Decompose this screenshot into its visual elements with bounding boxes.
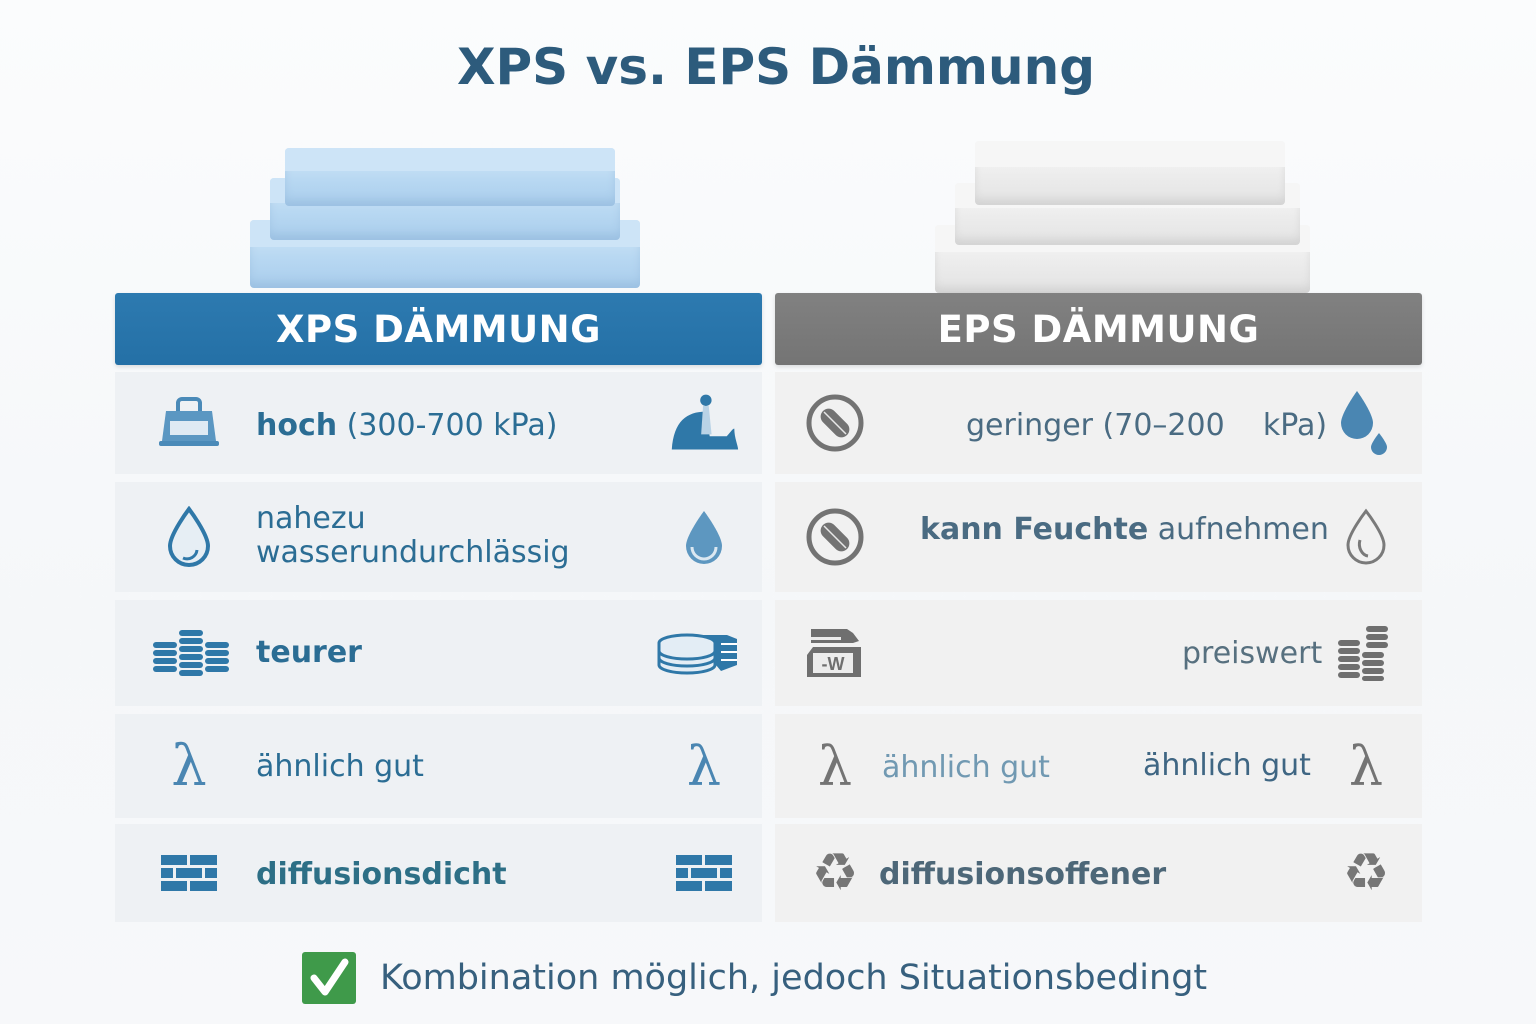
water-drop-outline-icon — [1330, 501, 1402, 573]
recycle-icon: ♻ — [1342, 843, 1390, 903]
lambda-icon: λ — [817, 734, 853, 798]
water-drop-outline-icon — [155, 503, 223, 571]
eps-row-diffusion: ♻ diffusionsoffener ♻ — [775, 824, 1422, 922]
recycle-icon: ♻ — [811, 843, 859, 903]
xps-diffusion-text: diffusionsdicht — [256, 857, 507, 892]
prohibited-icon — [801, 503, 869, 571]
eps-price-text: preiswert — [1182, 636, 1323, 671]
price-tag-folder-icon: -W — [801, 619, 869, 687]
weight-bag-icon — [155, 389, 223, 457]
coin-stacks-icon — [1328, 617, 1400, 689]
eps-column: EPS DÄMMUNG geringer (70–200 kPa) kann F… — [775, 293, 1422, 922]
eps-row-strength: geringer (70–200 kPa) — [775, 372, 1422, 474]
svg-text:-W: -W — [822, 654, 845, 674]
eps-lambda-text-left: ähnlich gut — [882, 750, 1050, 785]
footer-note: Kombination möglich, jedoch Situationsbe… — [302, 952, 1207, 1004]
eps-water-text: kann Feuchte aufnehmen — [920, 512, 1329, 547]
xps-row-diffusion: diffusionsdicht — [115, 824, 762, 922]
eps-lambda-text-right: ähnlich gut — [1143, 748, 1311, 783]
water-drop-filled-icon — [668, 501, 740, 573]
eps-strength-text: geringer (70–200 kPa) — [966, 408, 1328, 443]
eps-header: EPS DÄMMUNG — [775, 293, 1422, 365]
xps-price-text: teurer — [256, 635, 362, 670]
xps-row-lambda: λ ähnlich gut λ — [115, 714, 762, 818]
xps-strength-text: hoch (300-700 kPa) — [256, 408, 558, 443]
load-pressure-icon — [668, 387, 740, 459]
lambda-icon: λ — [1348, 734, 1384, 798]
eps-row-price: -W preiswert — [775, 600, 1422, 706]
page-title: XPS vs. EPS Dämmung — [456, 38, 1095, 96]
xps-row-strength: hoch (300-700 kPa) — [115, 372, 762, 474]
eps-foam-image — [935, 135, 1310, 295]
eps-row-lambda: λ ähnlich gut ähnlich gut λ — [775, 714, 1422, 818]
brick-wall-icon — [155, 839, 223, 907]
lambda-icon: λ — [171, 733, 207, 799]
prohibited-icon — [801, 389, 869, 457]
brick-wall-icon — [668, 837, 740, 909]
eps-row-water: kann Feuchte aufnehmen — [775, 482, 1422, 592]
xps-lambda-text: ähnlich gut — [256, 749, 424, 784]
water-drops-icon — [1328, 387, 1400, 459]
checkmark-icon — [302, 952, 356, 1004]
eps-diffusion-text: diffusionsoffener — [879, 857, 1167, 892]
money-stack-icon — [656, 617, 740, 689]
lambda-icon: λ — [686, 734, 722, 798]
footer-text: Kombination möglich, jedoch Situationsbe… — [380, 958, 1208, 998]
xps-header: XPS DÄMMUNG — [115, 293, 762, 365]
coin-stacks-icon — [151, 619, 231, 687]
xps-row-price: teurer — [115, 600, 762, 706]
xps-foam-image — [250, 140, 640, 295]
